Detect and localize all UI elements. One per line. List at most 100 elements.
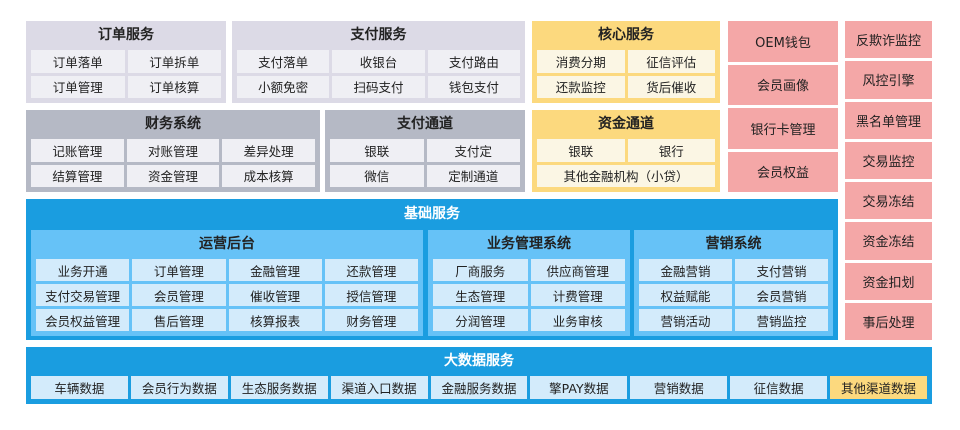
risk-control-item[interactable]: 资金扣划 <box>845 262 932 300</box>
module-item[interactable]: 消费分期 <box>537 50 625 73</box>
module-item[interactable]: 收银台 <box>332 50 425 73</box>
risk-control-item[interactable]: 事后处理 <box>845 302 932 340</box>
module-item[interactable]: 订单落单 <box>31 50 125 73</box>
module-item[interactable]: 核算报表 <box>228 309 322 331</box>
module-item[interactable]: 钱包支付 <box>427 75 520 98</box>
module-item[interactable]: 权益赋能 <box>639 284 732 306</box>
big-data-item[interactable]: 擎PAY数据 <box>530 376 628 399</box>
risk-control-item[interactable]: 黑名单管理 <box>845 101 932 139</box>
big-data-item[interactable]: 营销数据 <box>630 376 728 399</box>
risk-control-item[interactable]: 交易冻结 <box>845 182 932 220</box>
module-item[interactable]: 扫码支付 <box>332 75 425 98</box>
big-data-items: 车辆数据会员行为数据生态服务数据渠道入口数据金融服务数据擎PAY数据营销数据征信… <box>31 376 927 399</box>
module-item[interactable]: 微信 <box>330 164 424 187</box>
module-item[interactable]: 会员管理 <box>132 284 226 306</box>
panel-grid: 银联支付定微信定制通道 <box>330 139 520 187</box>
module-item[interactable]: 支付营销 <box>735 259 828 281</box>
module-item[interactable]: 财务管理 <box>324 309 418 331</box>
risk-control-item[interactable]: 资金冻结 <box>845 222 932 260</box>
module-item[interactable]: 对账管理 <box>126 139 220 162</box>
module-item[interactable]: 支付路由 <box>427 50 520 73</box>
extension-services-column: OEM钱包会员画像银行卡管理会员权益 <box>728 21 838 192</box>
module-item[interactable]: 生态管理 <box>433 284 528 306</box>
panel-title: 支付通道 <box>397 116 453 132</box>
module-item[interactable]: 厂商服务 <box>433 259 528 281</box>
module-item[interactable]: 金融营销 <box>639 259 732 281</box>
module-item[interactable]: 营销监控 <box>735 309 828 331</box>
module-item[interactable]: 业务开通 <box>36 259 130 281</box>
panel-order: 订单服务订单落单订单拆单订单管理订单核算 <box>26 21 226 103</box>
module-item[interactable]: 记账管理 <box>31 139 124 162</box>
module-item[interactable]: 营销活动 <box>639 309 732 331</box>
panel-grid: 支付落单收银台支付路由小额免密扫码支付钱包支付 <box>237 50 520 98</box>
panel-title: 运营后台 <box>199 236 255 252</box>
big-data-item[interactable]: 其他渠道数据 <box>830 376 927 399</box>
extension-item[interactable]: 银行卡管理 <box>728 108 838 149</box>
module-item[interactable]: 还款监控 <box>537 75 625 98</box>
module-item[interactable]: 成本核算 <box>222 164 315 187</box>
module-item[interactable]: 货后催收 <box>627 75 715 98</box>
module-item[interactable]: 定制通道 <box>426 164 520 187</box>
panel-title: 订单服务 <box>98 27 154 43</box>
panel-core: 核心服务消费分期征信评估还款监控货后催收 <box>532 21 720 103</box>
big-data-item[interactable]: 金融服务数据 <box>430 376 528 399</box>
module-item[interactable]: 订单管理 <box>31 75 125 98</box>
module-item[interactable]: 银联 <box>330 139 424 162</box>
risk-control-item[interactable]: 风控引擎 <box>845 61 932 99</box>
module-item[interactable]: 售后管理 <box>132 309 226 331</box>
panel-title: 营销系统 <box>705 236 762 252</box>
panel-grid: 金融营销支付营销权益赋能会员营销营销活动营销监控 <box>639 259 828 331</box>
panel-grid: 厂商服务供应商管理生态管理计费管理分润管理业务审核 <box>433 259 625 331</box>
panel-fund: 资金通道银联银行其他金融机构（小贷） <box>532 110 720 192</box>
extension-item[interactable]: 会员权益 <box>728 151 838 192</box>
module-item[interactable]: 金融管理 <box>228 259 322 281</box>
panel-pay: 支付服务支付落单收银台支付路由小额免密扫码支付钱包支付 <box>232 21 525 103</box>
module-item[interactable]: 业务审核 <box>530 309 625 331</box>
risk-control-item[interactable]: 反欺诈监控 <box>845 21 932 59</box>
module-item[interactable]: 订单核算 <box>127 75 221 98</box>
panel-grid: 记账管理对账管理差异处理结算管理资金管理成本核算 <box>31 139 315 187</box>
big-data-item[interactable]: 车辆数据 <box>31 376 128 399</box>
module-item[interactable]: 差异处理 <box>222 139 315 162</box>
module-item[interactable]: 资金管理 <box>126 164 220 187</box>
module-item[interactable]: 供应商管理 <box>530 259 625 281</box>
risk-control-column: 反欺诈监控风控引擎黑名单管理交易监控交易冻结资金冻结资金扣划事后处理 <box>845 21 932 340</box>
panel-finance: 财务系统记账管理对账管理差异处理结算管理资金管理成本核算 <box>26 110 320 192</box>
module-item[interactable]: 还款管理 <box>324 259 418 281</box>
panel-paychannel: 支付通道银联支付定微信定制通道 <box>325 110 525 192</box>
big-data-item[interactable]: 渠道入口数据 <box>330 376 428 399</box>
module-item[interactable]: 催收管理 <box>228 284 322 306</box>
big-data-item[interactable]: 征信数据 <box>730 376 828 399</box>
module-item[interactable]: 会员权益管理 <box>36 309 130 331</box>
module-item[interactable]: 支付落单 <box>237 50 330 73</box>
module-item[interactable]: 计费管理 <box>530 284 625 306</box>
big-data-item[interactable]: 生态服务数据 <box>230 376 328 399</box>
module-item[interactable]: 订单管理 <box>132 259 226 281</box>
module-item[interactable]: 授信管理 <box>324 284 418 306</box>
panel-title: 业务管理系统 <box>487 236 571 252</box>
panel-title: 财务系统 <box>145 116 201 132</box>
module-item[interactable]: 分润管理 <box>433 309 528 331</box>
base-services-title: 基础服务 <box>404 206 460 222</box>
module-item[interactable]: 结算管理 <box>31 164 124 187</box>
module-item[interactable]: 银联 <box>537 139 625 162</box>
module-item[interactable]: 银行 <box>627 139 715 162</box>
big-data-item[interactable]: 会员行为数据 <box>130 376 228 399</box>
module-item[interactable]: 订单拆单 <box>127 50 221 73</box>
panel-title: 核心服务 <box>598 27 654 43</box>
module-item[interactable]: 支付定 <box>426 139 520 162</box>
big-data-panel: 大数据服务 车辆数据会员行为数据生态服务数据渠道入口数据金融服务数据擎PAY数据… <box>26 347 932 404</box>
extension-item[interactable]: OEM钱包 <box>728 21 838 62</box>
extension-item[interactable]: 会员画像 <box>728 64 838 105</box>
module-item[interactable]: 小额免密 <box>237 75 330 98</box>
module-item[interactable]: 会员营销 <box>735 284 828 306</box>
panel-grid: 消费分期征信评估还款监控货后催收 <box>537 50 715 98</box>
panel-marketing: 营销系统金融营销支付营销权益赋能会员营销营销活动营销监控 <box>634 230 833 336</box>
panel-title: 支付服务 <box>350 27 407 43</box>
big-data-title: 大数据服务 <box>444 353 514 369</box>
risk-control-item[interactable]: 交易监控 <box>845 141 932 179</box>
panel-grid: 银联银行其他金融机构（小贷） <box>537 139 715 187</box>
module-item[interactable]: 其他金融机构（小贷） <box>537 164 715 187</box>
module-item[interactable]: 征信评估 <box>627 50 715 73</box>
module-item[interactable]: 支付交易管理 <box>36 284 130 306</box>
